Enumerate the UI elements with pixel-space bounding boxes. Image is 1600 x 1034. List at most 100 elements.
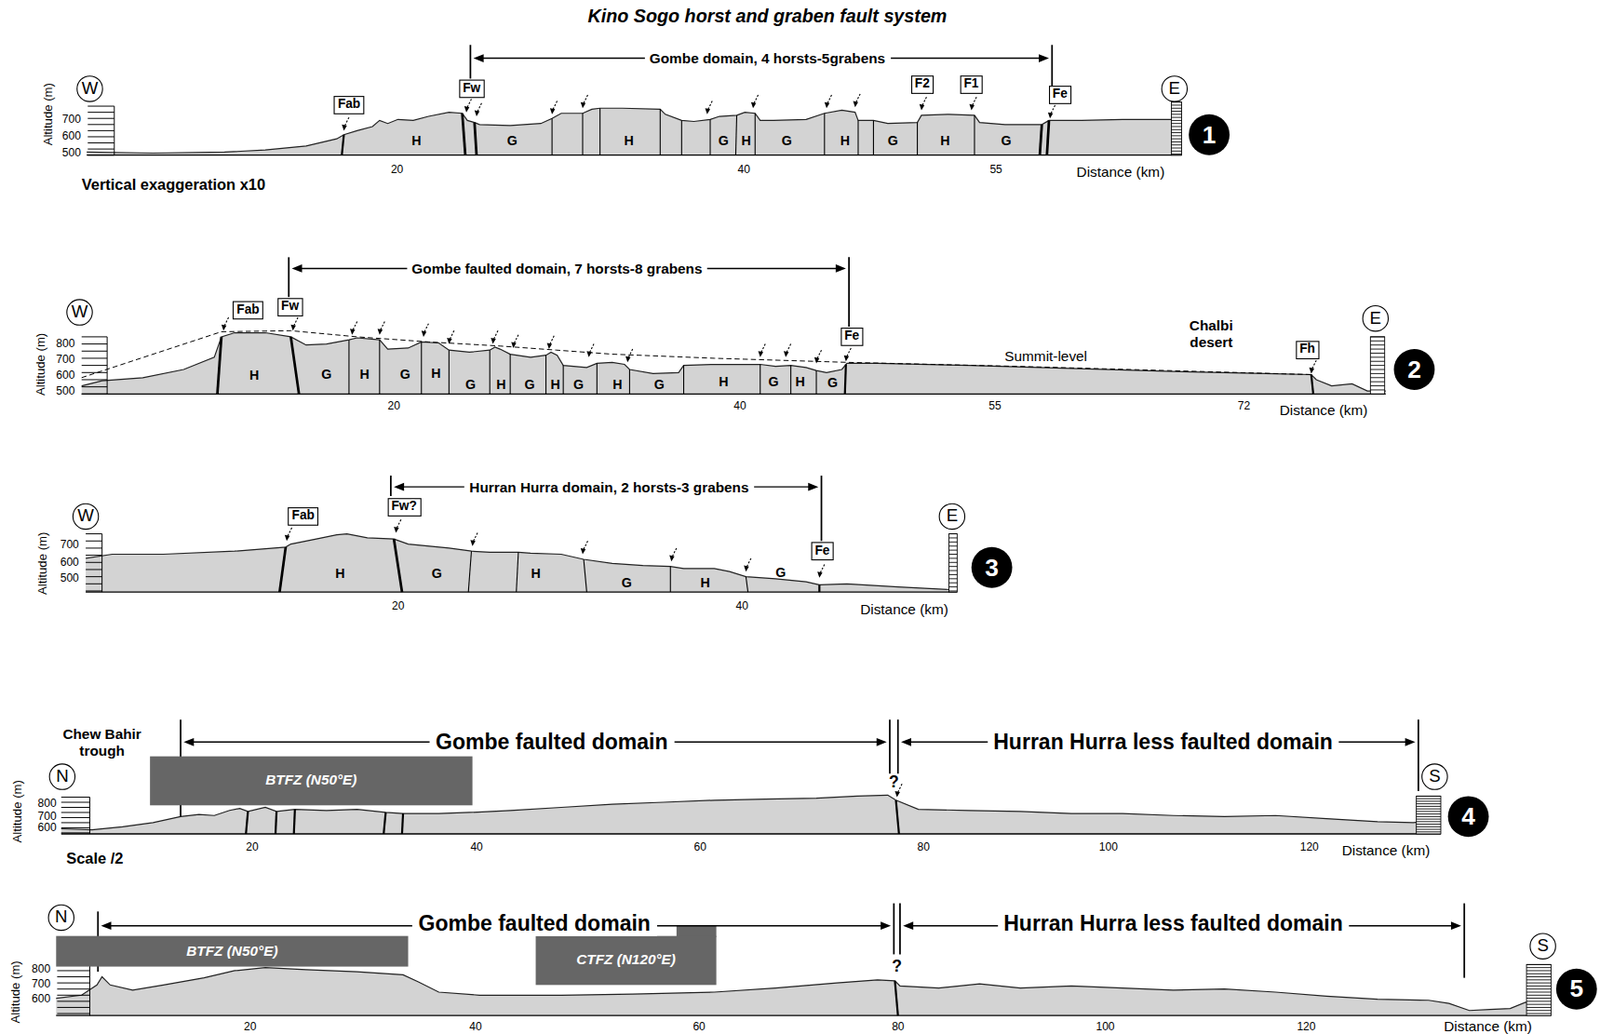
scale-bar-hatch — [949, 553, 958, 555]
distance-tick-label: 80 — [891, 1019, 904, 1033]
scale-bar-hatch — [1416, 819, 1441, 821]
compass-circle: N — [48, 904, 76, 932]
domain-bound — [892, 903, 895, 955]
fault-line — [245, 811, 248, 834]
altitude-tick — [61, 811, 91, 813]
fault-arrow — [672, 548, 676, 557]
scale-bar-hatch — [949, 545, 958, 547]
scale-bar-hatch — [949, 570, 958, 572]
altitude-tick-label: 800 — [38, 796, 57, 810]
scale-bar-hatch — [1370, 352, 1385, 354]
fault-label: Fab — [333, 95, 364, 114]
fault-arrowhead — [1309, 367, 1315, 375]
arrowhead — [900, 738, 912, 747]
fault-line — [873, 120, 874, 155]
scale-bar-hatch — [1171, 153, 1183, 155]
horst-graben-label: G — [573, 376, 584, 392]
axis-title: Distance (km) — [1076, 162, 1166, 180]
scale-bar-hatch — [1171, 134, 1183, 136]
fault-arrow — [847, 348, 851, 357]
scale-bar-hatch — [949, 541, 958, 543]
arrowhead — [292, 264, 303, 273]
fault-label: Fe — [810, 541, 834, 560]
scale-bar-hatch — [1526, 1013, 1551, 1015]
altitude-tick — [56, 994, 90, 996]
scale-bar-hatch — [1370, 336, 1385, 337]
node-text: W — [81, 79, 99, 98]
altitude-tick — [85, 590, 103, 592]
fault-label: Fab — [232, 301, 264, 320]
node-text: W — [71, 302, 89, 322]
fault-arrow — [786, 344, 791, 353]
fault-line — [516, 551, 519, 592]
scale-bar-hatch — [1171, 132, 1183, 134]
node-text: 2 — [1407, 356, 1422, 384]
altitude-tick-label: 500 — [60, 571, 80, 585]
altitude-tick — [81, 350, 108, 352]
horst-graben-label: G — [507, 133, 518, 148]
node-text: E — [946, 507, 958, 526]
altitude-tick — [85, 583, 103, 585]
fault-line — [462, 113, 466, 156]
distance-tick-label: 72 — [1237, 398, 1251, 412]
fault-arrowhead — [894, 791, 900, 798]
node-text: E — [1370, 309, 1382, 328]
scale-bar — [949, 534, 958, 593]
fault-arrowhead — [284, 535, 290, 542]
node-text: E — [1169, 79, 1181, 98]
domain-bound — [1463, 903, 1466, 979]
fault-arrow — [753, 94, 758, 104]
terrain-profile — [55, 968, 1551, 1011]
compass-circle: W — [66, 298, 94, 326]
scale-bar-hatch — [1370, 373, 1385, 375]
altitude-tick — [85, 576, 103, 578]
distance-tick-label: 120 — [1296, 1019, 1316, 1033]
arrowhead — [1405, 738, 1416, 747]
fault-arrow — [817, 349, 821, 359]
fault-arrow — [224, 317, 229, 326]
horst-graben-label: H — [335, 565, 345, 581]
altitude-tick — [85, 554, 103, 556]
fault-line — [1039, 124, 1042, 156]
scale-bar-hatch — [1526, 1009, 1551, 1011]
fault-arrow — [473, 532, 478, 541]
scale-bar — [1370, 336, 1385, 394]
altitude-tick — [56, 1000, 90, 1002]
domain-label: Gombe faulted domain, 7 horsts-8 grabens — [406, 260, 708, 278]
summit-level-label: Summit-level — [1004, 348, 1088, 365]
fault-arrow — [761, 344, 766, 353]
node-text: S — [1428, 766, 1440, 786]
fault-line — [790, 365, 792, 395]
uncertainty-mark: ? — [888, 772, 900, 792]
altitude-tick — [87, 123, 115, 125]
scale-bar-hatch — [1171, 125, 1183, 127]
fault-label: F1 — [959, 75, 983, 94]
horst-graben-label: G — [718, 133, 729, 148]
altitude-tick — [56, 1007, 90, 1009]
fault-arrowhead — [783, 350, 789, 358]
node-text: 4 — [1461, 803, 1476, 831]
fault-label: Fw — [458, 80, 485, 98]
horst-graben-label: H — [623, 133, 633, 148]
domain-bound — [287, 256, 290, 297]
domain-bound — [888, 719, 891, 774]
fault-line — [596, 363, 598, 394]
distance-tick-label: 55 — [988, 398, 1001, 412]
scale-bar-hatch — [1171, 107, 1183, 109]
scale-bar-hatch — [1370, 361, 1385, 363]
fault-arrow — [590, 344, 594, 353]
fault-arrowhead — [824, 102, 830, 109]
arrowhead — [183, 738, 194, 747]
fault-line — [583, 559, 587, 592]
scale-bar-hatch — [1171, 117, 1183, 119]
scale-bar-hatch — [1416, 803, 1441, 805]
scale-bar-hatch — [1370, 369, 1385, 371]
distance-tick-label: 20 — [390, 162, 404, 176]
profile-number: 5 — [1556, 968, 1598, 1010]
altitude-tick — [56, 988, 90, 990]
horst-graben-label: H — [740, 133, 751, 148]
altitude-axis — [113, 106, 115, 156]
arrowhead — [393, 483, 404, 492]
horst-graben-label: G — [827, 375, 838, 390]
scale-bar-hatch — [1526, 969, 1551, 971]
